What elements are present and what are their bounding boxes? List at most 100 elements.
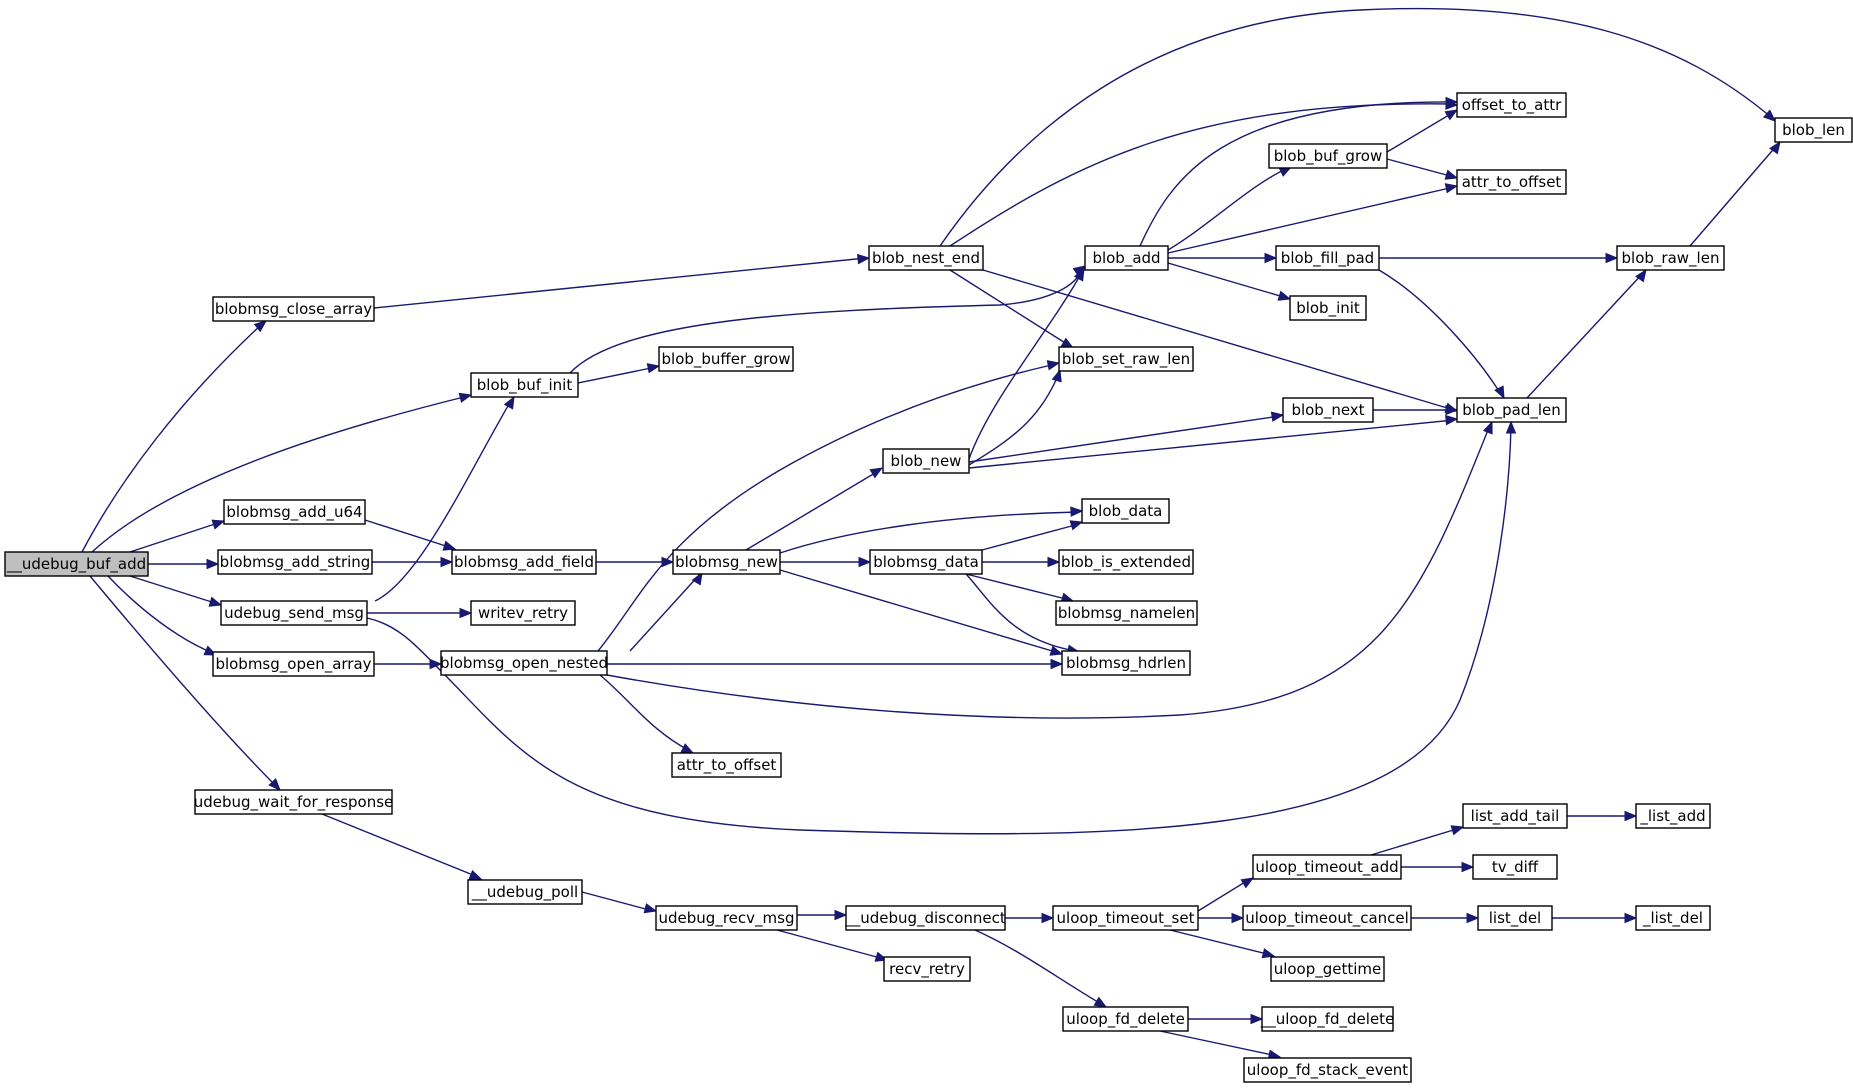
call-edge bbox=[981, 523, 1080, 551]
node-blob-new[interactable]: blob_new bbox=[882, 448, 970, 474]
node-blobmsg-open-nested[interactable]: blobmsg_open_nested bbox=[440, 650, 608, 676]
call-edge-arrowhead bbox=[1444, 169, 1459, 180]
node-list-add[interactable]: _list_add bbox=[1635, 803, 1711, 829]
node-attr-to-offset-1[interactable]: attr_to_offset bbox=[671, 752, 782, 778]
node-blob-add[interactable]: blob_add bbox=[1084, 245, 1169, 271]
node-blobmsg-close-array[interactable]: blobmsg_close_array bbox=[212, 296, 375, 322]
call-edge-arrowhead bbox=[643, 903, 658, 914]
call-edge bbox=[949, 103, 1455, 247]
call-edge-arrowhead bbox=[1635, 268, 1647, 283]
node-uloop-timeout-set[interactable]: uloop_timeout_set bbox=[1052, 905, 1199, 931]
svg-text:blob_fill_pad: blob_fill_pad bbox=[1281, 249, 1374, 268]
node-udebug-buf-add[interactable]: __udebug_buf_add bbox=[4, 551, 149, 577]
call-edge bbox=[599, 674, 691, 752]
call-edge bbox=[949, 269, 1071, 347]
node-blobmsg-data[interactable]: blobmsg_data bbox=[869, 549, 983, 575]
call-edge bbox=[1167, 186, 1455, 254]
node-blob-buf-grow[interactable]: blob_buf_grow bbox=[1268, 143, 1388, 169]
call-edge bbox=[597, 363, 1057, 652]
node-uloop-gettime[interactable]: uloop_gettime bbox=[1270, 956, 1385, 982]
node-uloop-fd-delete[interactable]: uloop_fd_delete bbox=[1062, 1006, 1189, 1032]
node-blob-raw-len[interactable]: blob_raw_len bbox=[1616, 245, 1725, 271]
call-edge-arrowhead bbox=[1093, 996, 1108, 1008]
node-blobmsg-hdrlen[interactable]: blobmsg_hdrlen bbox=[1061, 650, 1191, 676]
node-recv-retry[interactable]: recv_retry bbox=[883, 956, 971, 982]
node-blob-fill-pad[interactable]: blob_fill_pad bbox=[1275, 245, 1380, 271]
node-blob-data[interactable]: blob_data bbox=[1081, 498, 1170, 524]
call-edge-arrowhead bbox=[268, 778, 281, 791]
call-edge-arrowhead bbox=[1231, 912, 1245, 924]
svg-text:uloop_timeout_add: uloop_timeout_add bbox=[1255, 858, 1398, 877]
call-edge bbox=[1167, 167, 1289, 251]
node-tv-diff[interactable]: tv_diff bbox=[1472, 854, 1558, 880]
node-uloop-timeout-add[interactable]: uloop_timeout_add bbox=[1252, 854, 1402, 880]
call-edge bbox=[968, 271, 1083, 460]
call-edge bbox=[974, 929, 1104, 1006]
svg-text:udebug_send_msg: udebug_send_msg bbox=[224, 604, 364, 623]
node-list-del[interactable]: list_del bbox=[1477, 905, 1553, 931]
node-blob-nest-end[interactable]: blob_nest_end bbox=[868, 245, 984, 271]
call-edge bbox=[581, 891, 654, 912]
node-udebug-wait-for-response[interactable]: udebug_wait_for_response bbox=[194, 789, 394, 815]
svg-text:__udebug_poll: __udebug_poll bbox=[471, 883, 578, 902]
node-udebug-send-msg[interactable]: udebug_send_msg bbox=[220, 600, 368, 626]
node-writev-retry[interactable]: writev_retry bbox=[470, 600, 576, 626]
node-list-del-internal[interactable]: _list_del bbox=[1635, 905, 1711, 931]
node-blob-next[interactable]: blob_next bbox=[1282, 397, 1374, 423]
node-blob-init[interactable]: blob_init bbox=[1289, 295, 1367, 321]
call-edge bbox=[968, 419, 1455, 469]
node-blobmsg-add-string[interactable]: blobmsg_add_string bbox=[217, 549, 373, 575]
call-edge bbox=[364, 519, 453, 549]
call-edge bbox=[745, 469, 881, 551]
node-blob-buffer-grow[interactable]: blob_buffer_grow bbox=[658, 346, 794, 372]
svg-text:blob_init: blob_init bbox=[1296, 299, 1360, 318]
svg-text:blobmsg_add_u64: blobmsg_add_u64 bbox=[226, 503, 362, 522]
node-blobmsg-add-u64[interactable]: blobmsg_add_u64 bbox=[223, 499, 366, 525]
node-attr-to-offset-2[interactable]: attr_to_offset bbox=[1456, 169, 1567, 195]
svg-text:blob_nest_end: blob_nest_end bbox=[872, 249, 980, 268]
node-udebug-recv-msg[interactable]: udebug_recv_msg bbox=[655, 905, 798, 931]
svg-text:blobmsg_new: blobmsg_new bbox=[675, 553, 778, 572]
call-edges bbox=[81, 7, 1781, 1060]
call-edge-arrowhead bbox=[1494, 385, 1505, 400]
call-edge-arrowhead bbox=[1240, 877, 1255, 889]
call-edge-arrowhead bbox=[211, 519, 226, 530]
node-blob-len[interactable]: blob_len bbox=[1774, 117, 1853, 143]
node-uloop-timeout-cancel[interactable]: uloop_timeout_cancel bbox=[1242, 905, 1412, 931]
svg-text:blobmsg_add_field: blobmsg_add_field bbox=[454, 553, 594, 572]
node-udebug-poll[interactable]: __udebug_poll bbox=[467, 879, 583, 905]
node-udebug-disconnect[interactable]: __udebug_disconnect bbox=[844, 905, 1006, 931]
node-list-add-tail[interactable]: list_add_tail bbox=[1462, 803, 1568, 829]
node-blob-buf-init[interactable]: blob_buf_init bbox=[470, 372, 579, 398]
node-blob-is-extended[interactable]: blob_is_extended bbox=[1058, 549, 1194, 575]
call-edge bbox=[577, 366, 657, 384]
call-edge-arrowhead bbox=[1445, 96, 1459, 108]
node-offset-to-attr[interactable]: offset_to_attr bbox=[1456, 92, 1567, 118]
svg-text:_list_add: _list_add bbox=[1639, 807, 1705, 826]
node-blobmsg-open-array[interactable]: blobmsg_open_array bbox=[212, 651, 375, 677]
call-edge bbox=[1386, 158, 1455, 178]
node-blob-set-raw-len[interactable]: blob_set_raw_len bbox=[1058, 346, 1194, 372]
call-edge-arrowhead bbox=[1069, 520, 1084, 531]
svg-text:blobmsg_hdrlen: blobmsg_hdrlen bbox=[1066, 654, 1186, 673]
svg-text:uloop_gettime: uloop_gettime bbox=[1274, 960, 1382, 979]
node-blobmsg-namelen[interactable]: blobmsg_namelen bbox=[1055, 600, 1198, 626]
call-edge-arrowhead bbox=[503, 395, 515, 410]
node-blobmsg-new[interactable]: blobmsg_new bbox=[672, 549, 781, 575]
call-edge-arrowhead bbox=[857, 253, 871, 265]
svg-text:uloop_fd_delete: uloop_fd_delete bbox=[1066, 1010, 1185, 1029]
call-edge-arrowhead bbox=[1264, 252, 1278, 264]
call-edge bbox=[1378, 269, 1503, 397]
svg-text:blob_next: blob_next bbox=[1291, 401, 1364, 420]
svg-text:recv_retry: recv_retry bbox=[889, 960, 965, 979]
node-uloop-fd-delete-internal[interactable]: __uloop_fd_delete bbox=[1260, 1006, 1395, 1032]
call-edge-arrowhead bbox=[1270, 411, 1285, 422]
svg-text:blobmsg_close_array: blobmsg_close_array bbox=[215, 300, 372, 319]
svg-text:blob_len: blob_len bbox=[1782, 121, 1845, 140]
call-edge-arrowhead bbox=[1261, 948, 1276, 959]
call-edge bbox=[1167, 262, 1288, 299]
node-uloop-fd-stack-event[interactable]: uloop_fd_stack_event bbox=[1243, 1057, 1412, 1083]
node-blob-pad-len[interactable]: blob_pad_len bbox=[1456, 397, 1567, 423]
node-blobmsg-add-field[interactable]: blobmsg_add_field bbox=[451, 549, 597, 575]
